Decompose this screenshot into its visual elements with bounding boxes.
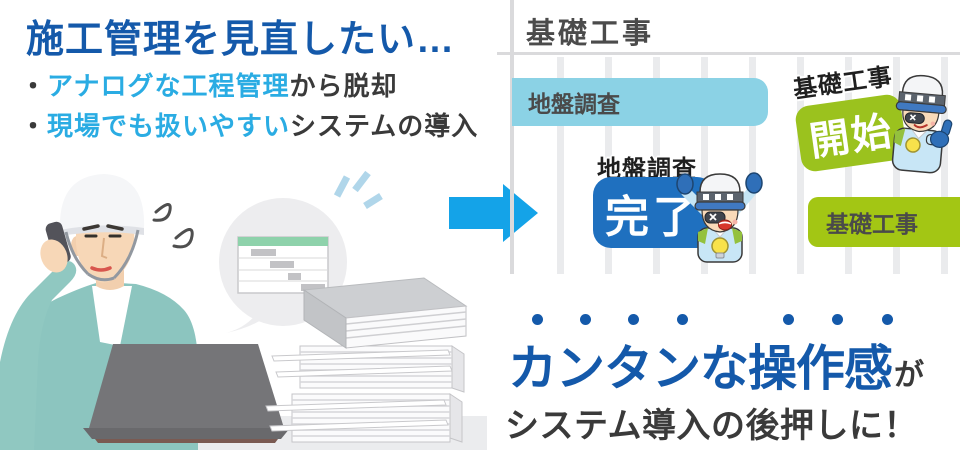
survey-task-label: 地盤調査 <box>528 91 620 117</box>
emphasis-dot <box>532 314 543 325</box>
start-stamp-text: 開始 <box>806 109 897 165</box>
laptop <box>83 344 290 443</box>
complete-stamp-text: 完了 <box>605 192 701 242</box>
survey-task-bar: 地盤調査 <box>512 78 768 126</box>
emphasis-dot <box>832 314 843 325</box>
emphasis-dot <box>783 314 794 325</box>
gantt-header: 基礎工事 <box>526 18 655 50</box>
gantt-header-divider <box>497 52 960 55</box>
foundation-task-label: 基礎工事 <box>826 211 918 237</box>
gantt-grid-stripe <box>653 57 660 274</box>
sparkle-icon <box>333 170 383 209</box>
message-emphasis: カンタンな操作感 <box>508 342 893 396</box>
arrow-right-icon <box>449 184 538 242</box>
bullet-marker: ・ <box>20 111 48 141</box>
bullet-item-1: ・アナログな工程管理から脱却 <box>20 66 398 103</box>
gantt-grid-stripe <box>605 57 612 274</box>
foundation-task-bar: 基礎工事 <box>808 197 960 247</box>
sigh-squiggle-icon <box>152 203 194 249</box>
page-title: 施工管理を見直したい… <box>26 19 456 61</box>
thumbsup-worker-icon <box>891 74 953 174</box>
gantt-grid-stripe <box>749 57 756 274</box>
bullet-rest: システムの導入 <box>290 111 479 141</box>
worker-on-phone-illustration <box>0 170 487 450</box>
bullet-item-2: ・現場でも扱いやすいシステムの導入 <box>20 106 478 143</box>
mini-gantt-card <box>237 236 329 294</box>
gantt-grid-stripe <box>701 57 708 274</box>
emphasis-dot <box>580 314 591 325</box>
bullet-highlight: アナログな工程管理 <box>47 71 290 101</box>
emphasis-dot <box>882 314 893 325</box>
gantt-grid-stripe <box>797 57 804 274</box>
message-line1: カンタンな操作感が <box>508 329 924 400</box>
message-line2: システム導入の後押しに！ <box>505 407 918 445</box>
bullet-rest: から脱却 <box>289 71 398 101</box>
complete-stamp-badge: 完了 <box>593 177 715 248</box>
gantt-grid-stripe <box>941 57 948 274</box>
bullet-marker: ・ <box>20 71 48 101</box>
gantt-grid-stripe <box>557 57 564 274</box>
cheering-worker-icon <box>676 172 763 263</box>
hand <box>40 239 68 273</box>
emphasis-dot <box>628 314 639 325</box>
message-particle: が <box>894 359 925 392</box>
bullet-highlight: 現場でも扱いやすい <box>47 111 291 141</box>
gantt-axis-line <box>510 0 514 274</box>
helmet <box>59 174 145 233</box>
arm <box>0 260 77 450</box>
document-stack <box>265 277 468 443</box>
emphasis-dot <box>677 314 688 325</box>
